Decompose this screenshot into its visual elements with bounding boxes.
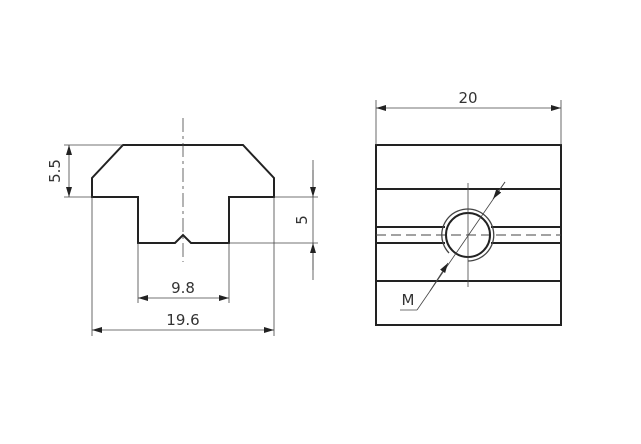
thread-arc [441,208,495,262]
dim-slot-depth-label: 5 [293,215,311,225]
thread-label: M [402,291,415,309]
dim-height-label: 5.5 [46,159,64,183]
dim-total-width-label: 19.6 [166,311,199,329]
t-nut-profile [91,144,275,244]
dim-slot-width-label: 9.8 [171,279,195,297]
side-view: M 20 [375,89,562,326]
front-view: 5.5 5 9.8 19.6 [46,118,318,336]
dim-length-label: 20 [458,89,477,107]
